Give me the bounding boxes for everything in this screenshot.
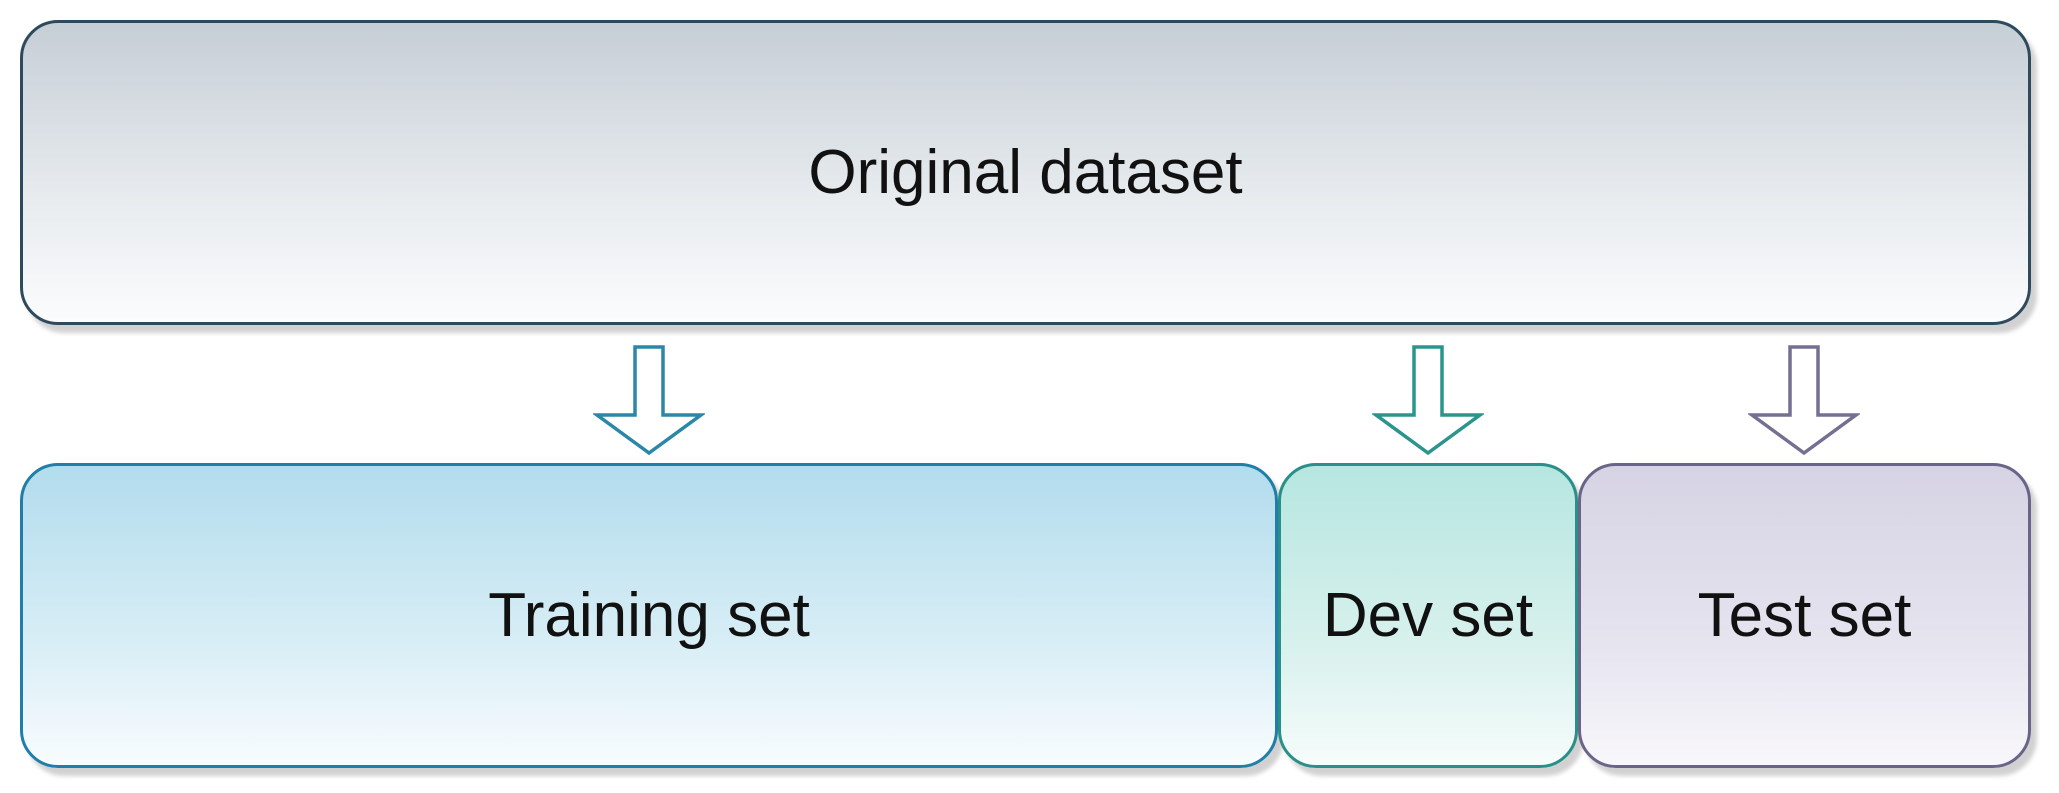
down-arrow-dev-icon <box>1372 345 1484 456</box>
original-dataset-box: Original dataset <box>20 20 2031 325</box>
test-set-box: Test set <box>1578 463 2031 768</box>
training-set-box: Training set <box>20 463 1278 768</box>
training-set-label: Training set <box>488 581 810 650</box>
dev-set-label: Dev set <box>1322 581 1534 650</box>
down-arrow-training-icon <box>593 345 705 456</box>
original-dataset-label: Original dataset <box>808 138 1243 207</box>
down-arrow-test-icon <box>1748 345 1860 456</box>
dev-set-box: Dev set <box>1278 463 1578 768</box>
test-set-label: Test set <box>1697 581 1912 650</box>
